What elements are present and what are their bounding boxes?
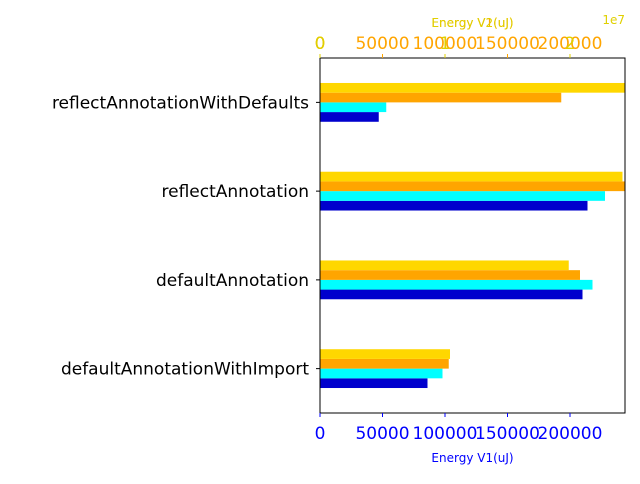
bar-defaultAnnotationWithImport-series-3 (320, 349, 450, 359)
y-tick-label-0: defaultAnnotationWithImport (61, 360, 309, 380)
bars-layer (320, 82, 625, 389)
x-top-orange-tick-label-3: 150000 (475, 34, 540, 54)
x-bottom-tick-label-1: 50000 (355, 424, 409, 444)
x-top-yellow-tick-label-2: 2 (565, 34, 576, 54)
plot-frame (319, 57, 626, 414)
x-bottom-tick-label-4: 200000 (538, 424, 603, 444)
y-tick-label-3: reflectAnnotationWithDefaults (52, 93, 309, 113)
x-bottom-axis-label: Energy V1(uJ) (431, 451, 513, 465)
x-bottom-tick-label-3: 150000 (475, 424, 540, 444)
x-top-orange-tick-label-4: 200000 (538, 34, 603, 54)
y-tick-label-1: defaultAnnotation (156, 271, 309, 291)
y-tick-label-2: reflectAnnotation (162, 182, 309, 202)
bar-reflectAnnotation-series-2 (320, 181, 625, 192)
bar-defaultAnnotation-series-0 (320, 289, 583, 300)
bar-defaultAnnotationWithImport-series-0 (320, 378, 428, 389)
x-top-orange-tick-label-1: 50000 (355, 34, 409, 54)
axes-layer: defaultAnnotationWithImport defaultAnnota… (52, 13, 626, 465)
x-top-yellow-tick-label-0: 0 (315, 34, 326, 54)
x-top-yellow-tick-label-1: 1 (440, 34, 451, 54)
x-bottom-tick-label-2: 100000 (413, 424, 478, 444)
bar-reflectAnnotationWithDefaults-series-1 (320, 102, 387, 113)
bar-reflectAnnotation-series-0 (320, 200, 588, 211)
bar-reflectAnnotationWithDefaults-series-0 (320, 112, 379, 122)
bar-defaultAnnotation-series-2 (320, 270, 580, 280)
bar-reflectAnnotation-series-3 (320, 171, 623, 182)
bar-reflectAnnotationWithDefaults-series-3 (320, 82, 625, 93)
bar-defaultAnnotationWithImport-series-2 (320, 358, 449, 369)
x-top-yellow-offset-text: 1e7 (602, 13, 625, 27)
x-top-yellow-axis-label: Energy V2(uJ) (431, 16, 513, 30)
bar-defaultAnnotationWithImport-series-1 (320, 368, 443, 379)
x-top-orange-axis-label: Energy V1(uJ) (431, 16, 513, 30)
bar-defaultAnnotation-series-1 (320, 279, 593, 290)
bar-defaultAnnotation-series-3 (320, 260, 569, 271)
x-bottom-tick-label-0: 0 (315, 424, 326, 444)
x-top-orange-tick-label-0: 0 (315, 34, 326, 54)
x-top-orange-tick-label-2: 100000 (413, 34, 478, 54)
bar-reflectAnnotation-series-1 (320, 191, 605, 201)
bar-reflectAnnotationWithDefaults-series-2 (320, 92, 562, 103)
